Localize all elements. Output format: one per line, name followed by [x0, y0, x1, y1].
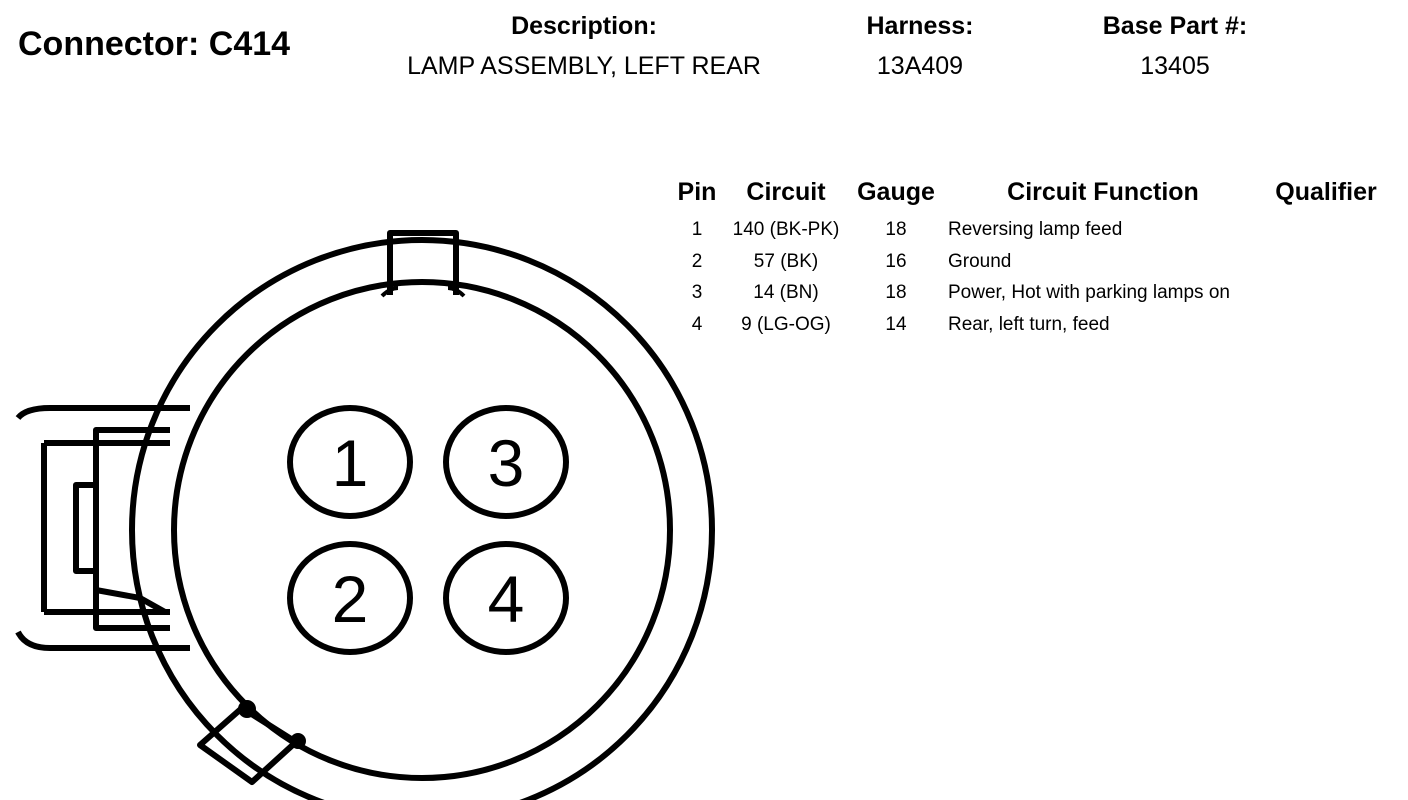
pin-cell: 1	[691, 219, 703, 240]
col-header-function: Circuit Function	[1007, 178, 1199, 206]
bottom-latch	[197, 700, 306, 785]
pin-cell: 3	[691, 282, 703, 303]
gauge-cell: 14	[885, 314, 907, 335]
pin-cavity-1	[287, 405, 413, 519]
col-header-qualifier: Qualifier	[1275, 178, 1377, 206]
harness-label: Harness:	[866, 12, 974, 40]
circuit-cell: 9 (LG-OG)	[741, 314, 831, 335]
function-cell: Ground	[948, 251, 1012, 272]
pin-cell: 2	[691, 251, 703, 272]
connector-title: Connector: C414	[18, 25, 291, 63]
circuit-cell: 140 (BK-PK)	[732, 219, 840, 240]
pin-cell: 4	[691, 314, 703, 335]
col-header-pin: Pin	[677, 178, 717, 206]
top-latch-tab	[387, 230, 459, 295]
base-part-value: 13405	[1140, 52, 1210, 80]
gauge-cell: 18	[885, 282, 907, 303]
pin-cavity-3	[443, 405, 569, 519]
pin-label-2: 2	[332, 562, 369, 636]
pin-cavity-4	[443, 541, 569, 655]
gauge-cell: 16	[885, 251, 907, 272]
inner-ring	[171, 279, 673, 781]
gauge-cell: 18	[885, 219, 907, 240]
function-cell: Reversing lamp feed	[948, 219, 1123, 240]
harness-value: 13A409	[876, 52, 964, 80]
pin-label-3: 3	[488, 426, 525, 500]
circuit-cell: 57 (BK)	[753, 251, 819, 272]
base-part-label: Base Part #:	[1102, 12, 1248, 40]
col-header-gauge: Gauge	[857, 178, 935, 206]
circuit-cell: 14 (BN)	[753, 282, 819, 303]
col-header-circuit: Circuit	[746, 178, 826, 206]
description-value: LAMP ASSEMBLY, LEFT REAR	[407, 52, 761, 80]
description-label: Description:	[511, 12, 657, 40]
function-cell: Rear, left turn, feed	[948, 314, 1110, 335]
pin-label-4: 4	[488, 562, 525, 636]
side-lock-assembly	[15, 405, 190, 651]
function-cell: Power, Hot with parking lamps on	[948, 282, 1230, 303]
pin-cavity-2	[287, 541, 413, 655]
pin-label-1: 1	[332, 426, 369, 500]
outer-ring	[129, 237, 715, 800]
